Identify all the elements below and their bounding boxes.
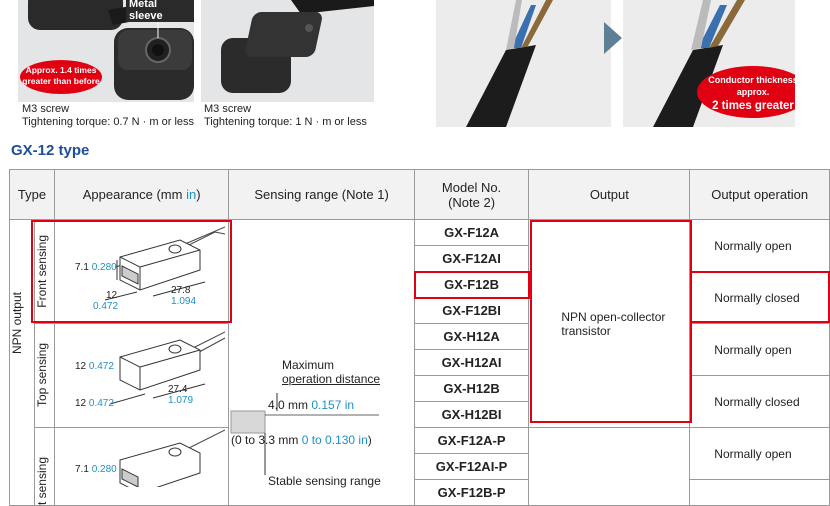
- model-cell: GX-H12AI: [413, 349, 530, 376]
- stable-open: (0 to 3.3 mm: [231, 433, 302, 447]
- op-cell: Normally open: [689, 427, 830, 480]
- model-cell: GX-F12B: [413, 271, 530, 298]
- photo-sensor-front: Metal sleeve Approx. 1.4 times greater t…: [18, 0, 194, 102]
- max-distance-line1: Maximum: [282, 358, 335, 372]
- front-sensor-drawing: [104, 226, 225, 301]
- stable-range-value: (0 to 3.3 mm 0 to 0.130 in): [231, 434, 372, 447]
- model-cell: GX-F12A: [413, 219, 530, 246]
- highlight-normally-closed: [690, 271, 830, 323]
- front-sensing-2-label: t sensing: [34, 456, 49, 505]
- improvement-badge: Approx. 1.4 times greater than before: [20, 60, 102, 94]
- model-cell: GX-F12AI-P: [413, 453, 530, 480]
- conductor-badge-line2: 2 times greater: [712, 100, 794, 112]
- top-sensing-label: Top sensing: [34, 343, 49, 408]
- header-appearance-text: Appearance (mm: [82, 187, 187, 202]
- stable-range-label: Stable sensing range: [268, 474, 381, 488]
- header-appearance: Appearance (mm in): [53, 169, 230, 220]
- op-cell-empty: [689, 479, 830, 506]
- stable-close: ): [367, 433, 372, 447]
- spec-table: Type Appearance (mm in) Sensing range (N…: [9, 169, 830, 506]
- front-sensing-2-cell: t sensing: [33, 427, 55, 506]
- top-dim-height: 12 0.472: [75, 361, 114, 372]
- op-cell: Normally open: [689, 323, 830, 376]
- section-title: GX-12 type: [11, 142, 90, 159]
- cable-before-illustration: [436, 0, 611, 127]
- top-w-mm: 12: [75, 398, 87, 409]
- photo-cable-after: Conductor thickness approx. 2 times grea…: [623, 0, 795, 127]
- highlight-output-npn: [530, 220, 692, 423]
- model-cell: GX-F12BI: [413, 297, 530, 324]
- stable-in: 0 to 0.130 in: [301, 433, 368, 447]
- sensing-range-diagram: [230, 393, 379, 475]
- model-cell: GX-H12BI: [413, 401, 530, 428]
- max-distance-value: 4.0 mm 0.157 in: [268, 399, 354, 412]
- op-cell: Normally open: [689, 219, 830, 272]
- header-sensing-range: Sensing range (Note 1): [228, 169, 415, 220]
- model-cell: GX-F12AI: [413, 245, 530, 272]
- max-value-mm: 4.0 mm: [268, 398, 312, 412]
- model-cell: GX-F12B-P: [413, 479, 530, 506]
- front-dim-width-in: 0.472: [93, 301, 119, 312]
- table-header-row: Type Appearance (mm in) Sensing range (N…: [9, 169, 830, 220]
- metal-sleeve-label: Metal sleeve: [126, 0, 194, 22]
- left-torque-caption: Tightening torque: 0.7 N · m or less: [22, 116, 195, 128]
- op-cell: Normally closed: [689, 375, 830, 428]
- conductor-badge-line1: Conductor thickness approx.: [708, 75, 795, 97]
- sensing-range-cell: [228, 219, 415, 506]
- conductor-badge: Conductor thickness approx. 2 times grea…: [697, 66, 795, 118]
- header-model-line2: (Note 2): [448, 194, 496, 210]
- top-h-mm: 12: [75, 361, 87, 372]
- left-screw-caption: M3 screw: [22, 103, 70, 115]
- output-npn-cell: NPN open-collector transistor: [528, 219, 691, 428]
- badge-line1: Approx. 1.4 times: [25, 65, 97, 75]
- front-dim-width-mm: 12: [106, 290, 118, 301]
- output-npn-text: NPN open-collector transistor: [561, 309, 666, 338]
- npn-output-label: NPN output: [10, 292, 24, 355]
- top-h-in: 0.472: [88, 361, 114, 372]
- front2-dim-height: 7.1 0.280: [75, 464, 117, 475]
- badge-line2: greater than before: [22, 76, 100, 86]
- top-sensing-cell: Top sensing: [33, 323, 55, 428]
- front-dim-length-in: 1.094: [171, 296, 197, 307]
- header-model: Model No.(Note 2): [413, 169, 530, 220]
- header-model-line1: Model No.: [441, 179, 502, 195]
- photo-cable-before: [436, 0, 611, 127]
- top-dim-length-mm: 27.4: [168, 384, 188, 395]
- model-cell: GX-H12A: [413, 323, 530, 350]
- header-appearance-unit: in: [186, 187, 197, 202]
- header-appearance-close: ): [196, 187, 201, 202]
- highlight-model-gx-f12b: [414, 271, 530, 299]
- sensor-top-photo-illustration: [201, 0, 374, 102]
- front-dim-length-mm: 27.8: [171, 285, 191, 296]
- output-p-cell: [528, 427, 691, 506]
- table-row: GX-H12AI: [10, 349, 830, 376]
- header-output-operation: Output operation: [689, 169, 830, 220]
- front-dim-height: 7.1 0.280: [75, 262, 117, 273]
- front2-h-mm: 7.1: [75, 464, 89, 475]
- header-output: Output: [528, 169, 691, 220]
- front-h-in: 0.280: [91, 262, 117, 273]
- top-w-in: 0.472: [88, 398, 114, 409]
- top-sensor-drawing: [109, 331, 225, 405]
- header-type: Type: [9, 169, 55, 220]
- front2-h-in: 0.280: [91, 464, 117, 475]
- max-value-in: 0.157 in: [311, 398, 355, 412]
- front-sensor-drawing-2: [119, 429, 225, 487]
- model-cell: GX-H12B: [413, 375, 530, 402]
- middle-screw-caption: M3 screw: [204, 103, 252, 115]
- top-dim-length-in: 1.079: [168, 395, 194, 406]
- middle-torque-caption: Tightening torque: 1 N · m or less: [204, 116, 367, 128]
- table-row: NPN output Front sensing GX-F12A NPN ope…: [9, 219, 830, 506]
- photo-sensor-top: [201, 0, 374, 102]
- model-cell: GX-F12A-P: [413, 427, 530, 454]
- highlight-front-appearance: [31, 220, 232, 323]
- front-h-mm: 7.1: [75, 262, 89, 273]
- max-distance-line2: operation distance: [282, 372, 381, 386]
- arrow-right-icon: [604, 22, 622, 54]
- table-row: GX-H12BI: [10, 401, 830, 428]
- top-dim-width: 12 0.472: [75, 398, 114, 409]
